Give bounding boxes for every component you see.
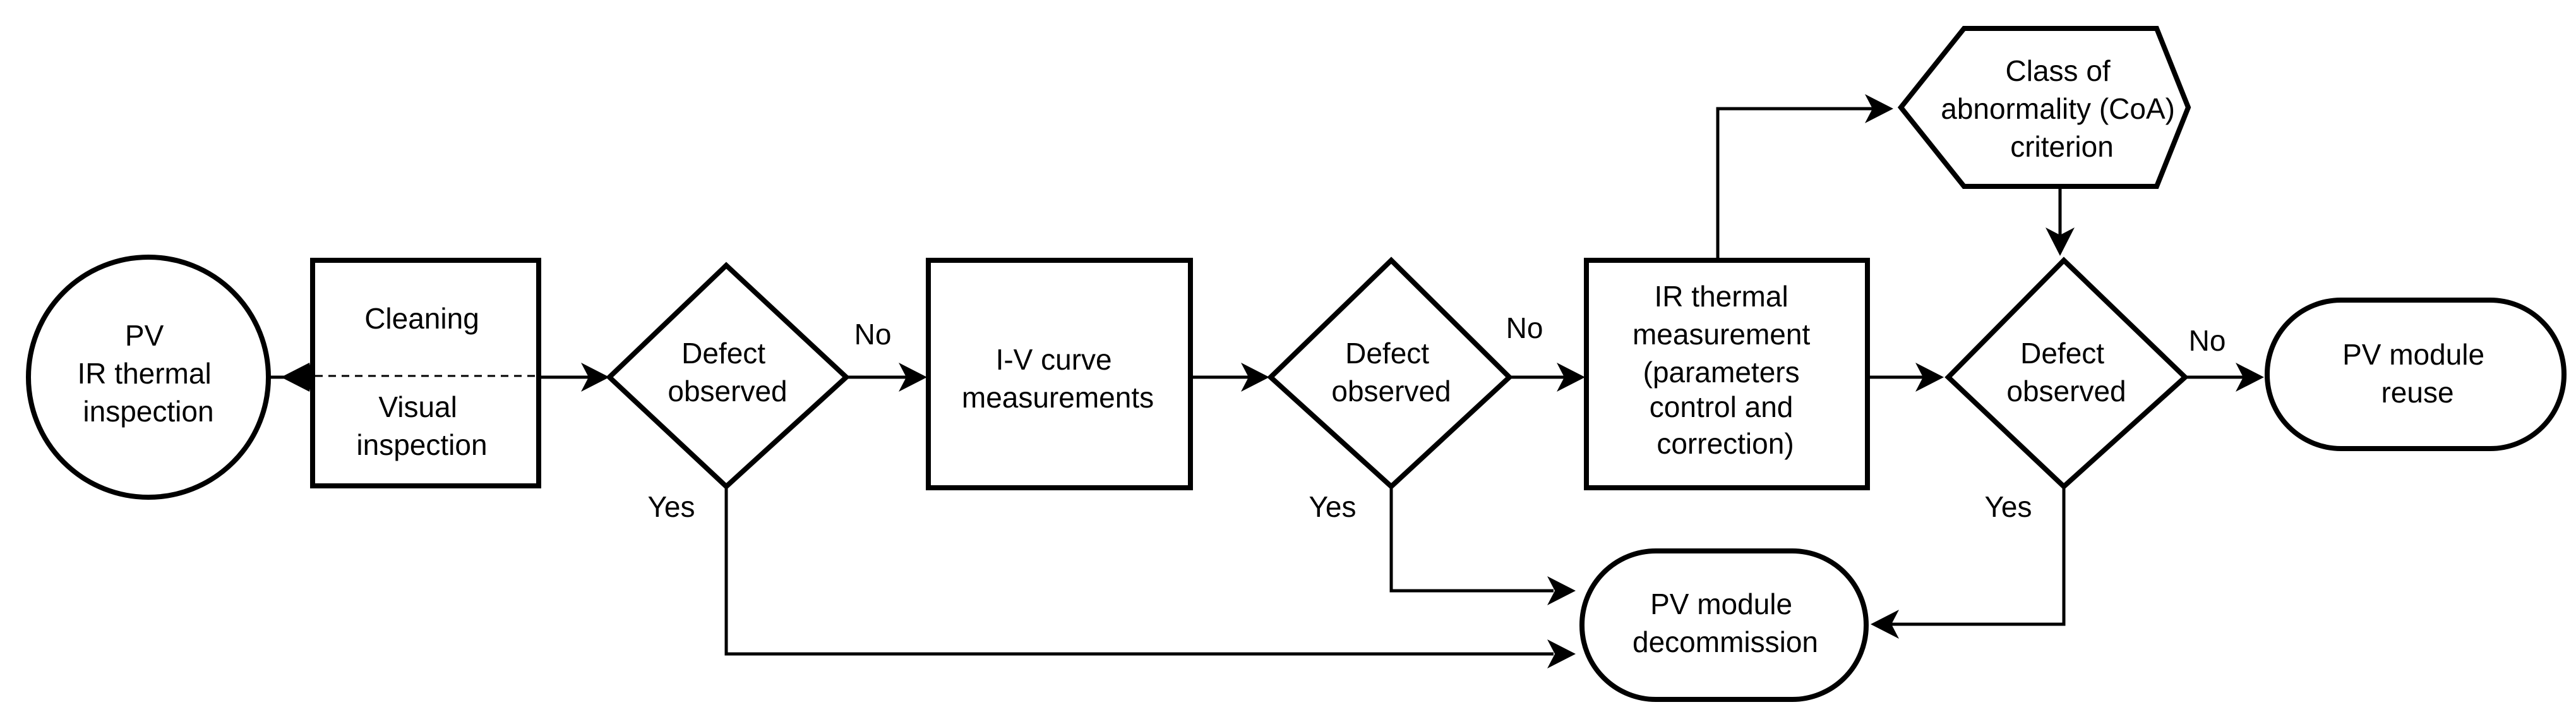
edge-label-yes-2: Yes — [1309, 490, 1356, 523]
node-iv-curve-line-1: I-V curve — [996, 343, 1112, 376]
node-reuse: PV module reuse — [2265, 298, 2567, 451]
node-visual-line-2: inspection — [356, 428, 487, 461]
edge-ir-measure-to-coa — [1716, 107, 1879, 258]
node-decommission-line-2: decommission — [1632, 625, 1818, 658]
node-start: PV IR thermal inspection — [26, 255, 271, 500]
edge-label-yes-3: Yes — [1984, 490, 2032, 523]
node-reuse-line-1: PV module — [2342, 338, 2484, 371]
node-ir-measure-line-3: (parameters — [1643, 356, 1800, 389]
node-start-line-3: inspection — [83, 395, 213, 428]
node-cleaning-label: Cleaning — [364, 302, 479, 335]
node-coa-label: Class of abnormality (CoA) criterion — [1941, 54, 2183, 163]
node-ir-measure-line-5: correction) — [1656, 427, 1794, 460]
edge-label-no-2: No — [1506, 311, 1543, 344]
edge-labels: No No No Yes Yes Yes — [647, 311, 2226, 523]
node-decision-1-label: Defect observed — [668, 337, 787, 408]
arrowhead — [1547, 576, 1576, 605]
arrowhead — [1871, 610, 1899, 639]
edge-label-yes-1: Yes — [647, 490, 695, 523]
edge-decision-2-yes-to-decommission — [1389, 486, 1554, 593]
node-decommission: PV module decommission — [1579, 548, 1869, 702]
arrowhead — [1915, 363, 1944, 392]
arrowhead — [1547, 639, 1576, 668]
arrowhead — [899, 363, 927, 392]
node-coa-line-2: abnormality (CoA) — [1941, 92, 2175, 125]
edge-label-no-3: No — [2189, 324, 2226, 357]
node-ir-measure-label: IR thermal measurement (parameters contr… — [1632, 280, 1818, 460]
node-ir-measure-line-2: measurement — [1632, 318, 1810, 351]
node-ir-measure: IR thermal measurement (parameters contr… — [1584, 258, 1870, 490]
node-start-line-1: PV — [125, 319, 164, 352]
node-iv-curve-line-2: measurements — [962, 381, 1154, 414]
arrowhead — [2236, 363, 2264, 392]
arrowhead — [1865, 94, 1893, 123]
node-decision-3-label: Defect observed — [2006, 337, 2126, 408]
node-decision-3-line-1: Defect — [2020, 337, 2104, 370]
edge-label-no-1: No — [854, 318, 892, 351]
edge-decision-1-yes-to-decommission — [724, 486, 1554, 656]
node-decision-2-line-2: observed — [1331, 375, 1451, 408]
node-visual-line-1: Visual — [378, 390, 457, 423]
node-decision-3: Defect observed — [1944, 257, 2189, 490]
node-iv-curve-label: I-V curve measurements — [962, 343, 1154, 414]
node-coa: Class of abnormality (CoA) criterion — [1897, 26, 2191, 189]
node-decision-2: Defect observed — [1267, 257, 1513, 490]
node-reuse-label: PV module reuse — [2342, 338, 2493, 409]
node-decision-3-line-2: observed — [2006, 375, 2126, 408]
edges — [234, 94, 2264, 668]
arrowhead — [1557, 363, 1585, 392]
node-decision-2-line-1: Defect — [1345, 337, 1429, 370]
node-ir-measure-line-4: control and — [1650, 390, 1794, 423]
node-coa-line-1: Class of — [2006, 54, 2111, 87]
node-decision-1-line-1: Defect — [681, 337, 765, 370]
node-start-label: PV IR thermal inspection — [78, 319, 220, 428]
arrowhead — [1241, 363, 1269, 392]
node-decommission-label: PV module decommission — [1632, 588, 1818, 658]
node-reuse-line-2: reuse — [2381, 376, 2453, 409]
arrowhead — [581, 363, 609, 392]
arrowhead — [2046, 227, 2075, 256]
node-cleaning-visual: Cleaning Visual inspection — [310, 258, 541, 488]
node-ir-measure-line-1: IR thermal — [1655, 280, 1788, 313]
node-decision-2-label: Defect observed — [1331, 337, 1451, 408]
node-decision-1: Defect observed — [606, 262, 850, 490]
node-decommission-line-1: PV module — [1650, 588, 1792, 620]
edge-decision-3-yes-to-decommission — [1888, 486, 2066, 626]
node-start-line-2: IR thermal — [78, 357, 212, 390]
node-visual-label: Visual inspection — [356, 390, 487, 461]
arrowhead — [281, 363, 313, 392]
node-coa-line-3: criterion — [2010, 130, 2114, 163]
node-decision-1-line-2: observed — [668, 375, 787, 408]
node-iv-curve: I-V curve measurements — [926, 258, 1193, 490]
